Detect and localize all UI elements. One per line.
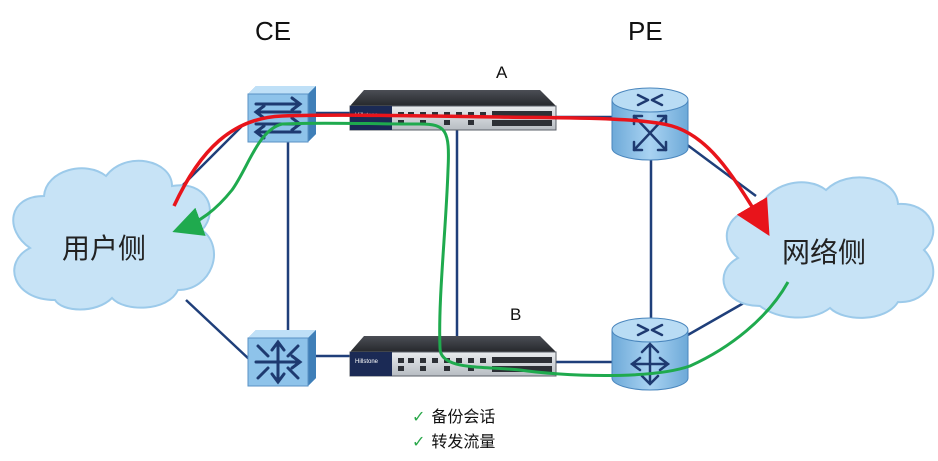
legend-item-backup-session: ✓ 备份会话 xyxy=(412,404,495,429)
check-icon: ✓ xyxy=(412,432,426,451)
network-side-label: 网络侧 xyxy=(782,236,866,269)
pe-header: PE xyxy=(628,16,663,46)
user-side-cloud: 用户侧 xyxy=(12,159,215,311)
pe-router-top xyxy=(611,87,689,161)
red-traffic-path xyxy=(172,113,770,237)
green-traffic-path xyxy=(172,121,790,377)
ce-switch-top xyxy=(247,86,316,143)
link-user-ce-bottom xyxy=(185,299,251,361)
router-arrows-icon xyxy=(629,323,671,386)
legend-label-backup-session: 备份会话 xyxy=(431,407,496,426)
legend: ✓ 备份会话 ✓ 转发流量 xyxy=(412,404,495,454)
network-side-cloud: 网络侧 xyxy=(722,176,935,319)
legend-item-forward-traffic: ✓ 转发流量 xyxy=(412,429,495,454)
firewall-a: Hillstone A xyxy=(349,63,557,131)
switch-arrows-icon xyxy=(254,339,303,385)
firewall-b: Hillstone B xyxy=(349,305,557,377)
link-pe-top-network xyxy=(685,142,757,198)
firewall-b-brand: Hillstone xyxy=(355,359,379,365)
firewall-a-label: A xyxy=(496,63,508,82)
check-icon: ✓ xyxy=(412,407,426,426)
ce-header: CE xyxy=(255,16,291,46)
pe-router-bottom xyxy=(611,317,689,391)
ce-switch-bottom xyxy=(247,330,316,387)
legend-label-forward-traffic: 转发流量 xyxy=(431,432,496,451)
user-side-label: 用户侧 xyxy=(62,232,146,265)
firewall-b-label: B xyxy=(510,305,521,324)
